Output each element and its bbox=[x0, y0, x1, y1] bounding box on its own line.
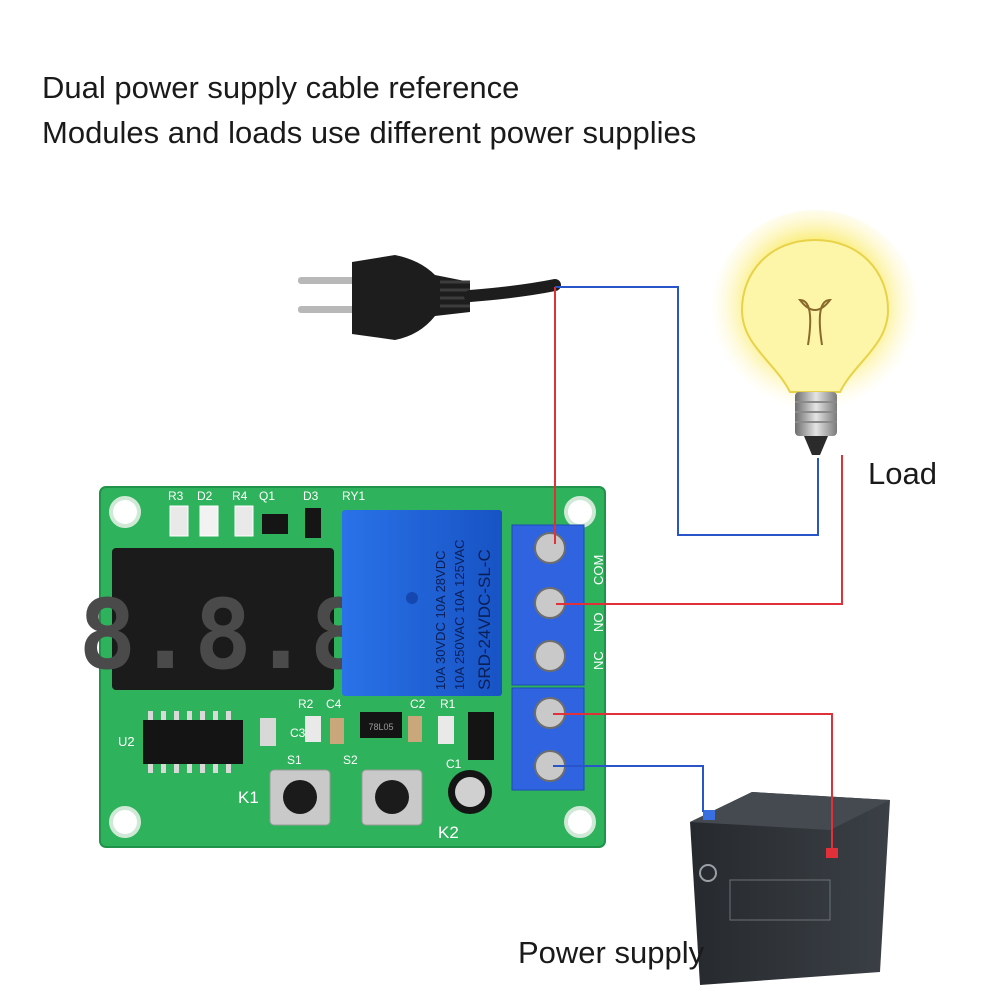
battery-body bbox=[690, 792, 890, 985]
relay bbox=[342, 510, 502, 696]
ic-u2 bbox=[143, 720, 243, 764]
plug-prong-bottom bbox=[298, 306, 356, 313]
resistor-r4 bbox=[234, 505, 254, 537]
silk-s1: S1 bbox=[287, 753, 302, 767]
transistor-q1 bbox=[262, 514, 288, 534]
silk-r3: R3 bbox=[168, 489, 184, 503]
terminal-screw-com[interactable] bbox=[534, 532, 566, 564]
title-line-2: Modules and loads use different power su… bbox=[42, 115, 697, 150]
silk-s2: S2 bbox=[343, 753, 358, 767]
silk-q1: Q1 bbox=[259, 489, 275, 503]
button-k2[interactable] bbox=[375, 780, 409, 814]
wires bbox=[553, 286, 843, 850]
power-supply-label: Power supply bbox=[518, 935, 705, 970]
terminal-label-no: NO bbox=[591, 613, 606, 633]
wire-red-no-to-bulb bbox=[556, 455, 843, 605]
silk-k2: K2 bbox=[438, 823, 459, 842]
regulator-label: 78L05 bbox=[368, 722, 393, 732]
bulb-base bbox=[795, 392, 837, 436]
silk-ry1: RY1 bbox=[342, 489, 365, 503]
battery-top bbox=[690, 792, 890, 830]
capacitor-c1-top bbox=[455, 777, 485, 807]
silk-d3: D3 bbox=[303, 489, 319, 503]
mount-hole-tl bbox=[109, 496, 141, 528]
relay-dot bbox=[406, 592, 418, 604]
load-label: Load bbox=[868, 456, 937, 491]
led-d2 bbox=[199, 505, 219, 537]
silk-k1: K1 bbox=[238, 788, 259, 807]
battery-terminal-positive bbox=[826, 848, 838, 858]
silk-u2: U2 bbox=[118, 734, 135, 749]
power-cord bbox=[464, 279, 561, 302]
seven-segment-display bbox=[112, 548, 334, 690]
terminal-label-com: COM bbox=[591, 555, 606, 585]
battery-label-area bbox=[729, 879, 831, 921]
terminal-label-nc: NC bbox=[591, 651, 606, 670]
capacitor-c3 bbox=[260, 718, 276, 746]
wire-blue-cord-to-bulb bbox=[555, 286, 819, 536]
capacitor-c2 bbox=[408, 716, 422, 742]
wire-red-battery-positive bbox=[553, 713, 833, 850]
battery bbox=[690, 792, 890, 985]
silk-r4: R4 bbox=[232, 489, 248, 503]
wire-blue-battery-negative bbox=[553, 765, 704, 812]
diode-d3 bbox=[305, 508, 321, 538]
mount-hole-br bbox=[564, 806, 596, 838]
mount-hole-tr bbox=[564, 496, 596, 528]
relay-rating-1: 10A 250VAC 10A 125VAC bbox=[452, 539, 467, 690]
resistor-r1 bbox=[438, 716, 454, 744]
terminal-screw-nc[interactable] bbox=[534, 640, 566, 672]
bulb-filament bbox=[797, 298, 833, 346]
battery-terminal-negative bbox=[703, 810, 715, 820]
silk-c1: C1 bbox=[446, 757, 462, 771]
plug-body bbox=[352, 255, 470, 340]
ic-u2-pins bbox=[148, 711, 231, 773]
silk-r2: R2 bbox=[298, 697, 314, 711]
diode-power bbox=[468, 712, 494, 760]
plug bbox=[298, 255, 561, 340]
relay-model: SRD-24VDC-SL-C bbox=[475, 549, 494, 690]
regulator bbox=[360, 712, 402, 738]
silk-c2: C2 bbox=[410, 697, 426, 711]
button-k1[interactable] bbox=[283, 780, 317, 814]
resistor-r3 bbox=[169, 505, 189, 537]
silk-r1: R1 bbox=[440, 697, 456, 711]
bulb-contact bbox=[804, 436, 828, 455]
title-line-1: Dual power supply cable reference bbox=[42, 70, 520, 105]
mount-hole-bl bbox=[109, 806, 141, 838]
bulb-base-threads bbox=[795, 401, 837, 423]
plug-grip-ridges bbox=[440, 280, 470, 308]
plug-prong-top bbox=[298, 277, 356, 284]
silk-c3: C3 bbox=[290, 726, 306, 740]
silk-d2: D2 bbox=[197, 489, 213, 503]
relay-rating-2: 10A 30VDC 10A 28VDC bbox=[433, 551, 448, 690]
light-bulb bbox=[710, 210, 920, 455]
recycle-icon bbox=[699, 864, 717, 882]
silk-c4: C4 bbox=[326, 697, 342, 711]
display-digits: 8.8.8 bbox=[79, 579, 368, 691]
resistor-r2 bbox=[305, 716, 321, 742]
capacitor-c4 bbox=[330, 718, 344, 744]
relay-module-board: R3 D2 R4 Q1 D3 RY1 R2 C4 C3 C2 R1 U2 S1 … bbox=[79, 486, 606, 848]
